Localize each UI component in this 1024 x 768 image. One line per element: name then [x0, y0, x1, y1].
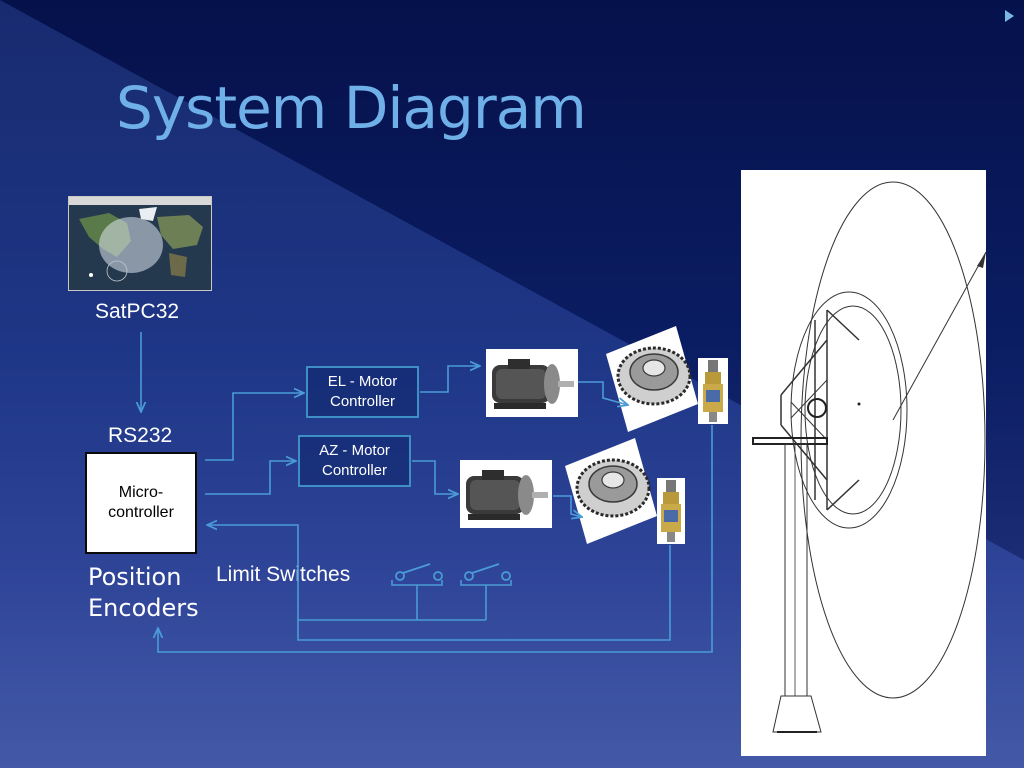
motor-icon [466, 470, 548, 520]
antenna-drawing [741, 170, 987, 756]
encoder-icon [661, 480, 681, 542]
antenna-dish-drawing [752, 181, 987, 733]
wire-mc-to-el [205, 393, 304, 461]
az-gear-image [565, 438, 657, 544]
wire-el-to-motor [420, 366, 480, 393]
limit-switch-1 [395, 563, 443, 581]
wire-el-encoder-feedback [158, 425, 713, 653]
microcontroller-box: Micro- controller [85, 452, 197, 554]
map-screenshot [68, 196, 212, 291]
el-controller-label-line1: EL - Motor [327, 373, 398, 390]
az-controller-label-line1: AZ - Motor [319, 442, 390, 459]
position-encoders-line1: Position [88, 563, 182, 591]
wire-el-motor-to-gear [578, 381, 628, 405]
wire-az-encoder-feedback [207, 525, 671, 641]
slide-title: System Diagram [116, 74, 587, 142]
az-encoder-image [657, 478, 685, 544]
limit-switch-2 [464, 563, 511, 581]
microcontroller-label-line1: Micro- [118, 484, 164, 501]
wire-mc-to-az [205, 461, 296, 495]
gear-icon [565, 438, 657, 544]
microcontroller-label-line2: controller [108, 504, 174, 521]
wire-az-to-motor [412, 460, 458, 494]
limit-switches-label: Limit Switches [216, 563, 351, 586]
az-controller-label-line2: Controller [321, 462, 388, 479]
map-screenshot-icon [69, 197, 211, 290]
position-encoders-label: Position Encoders [88, 562, 199, 624]
satpc32-label: SatPC32 [95, 300, 180, 323]
az-motor-controller-box: AZ - Motor Controller [298, 435, 411, 487]
encoder-icon [703, 360, 723, 422]
el-controller-label-line2: Controller [329, 393, 396, 410]
az-motor-image [460, 460, 552, 528]
position-encoders-line2: Encoders [88, 594, 199, 622]
rs232-label: RS232 [108, 424, 173, 447]
motor-icon [492, 359, 574, 409]
el-encoder-image [698, 358, 728, 424]
wire-az-motor-to-gear [553, 495, 582, 517]
el-motor-image [486, 349, 578, 417]
play-marker-icon [1005, 10, 1014, 22]
el-motor-controller-box: EL - Motor Controller [306, 366, 419, 418]
